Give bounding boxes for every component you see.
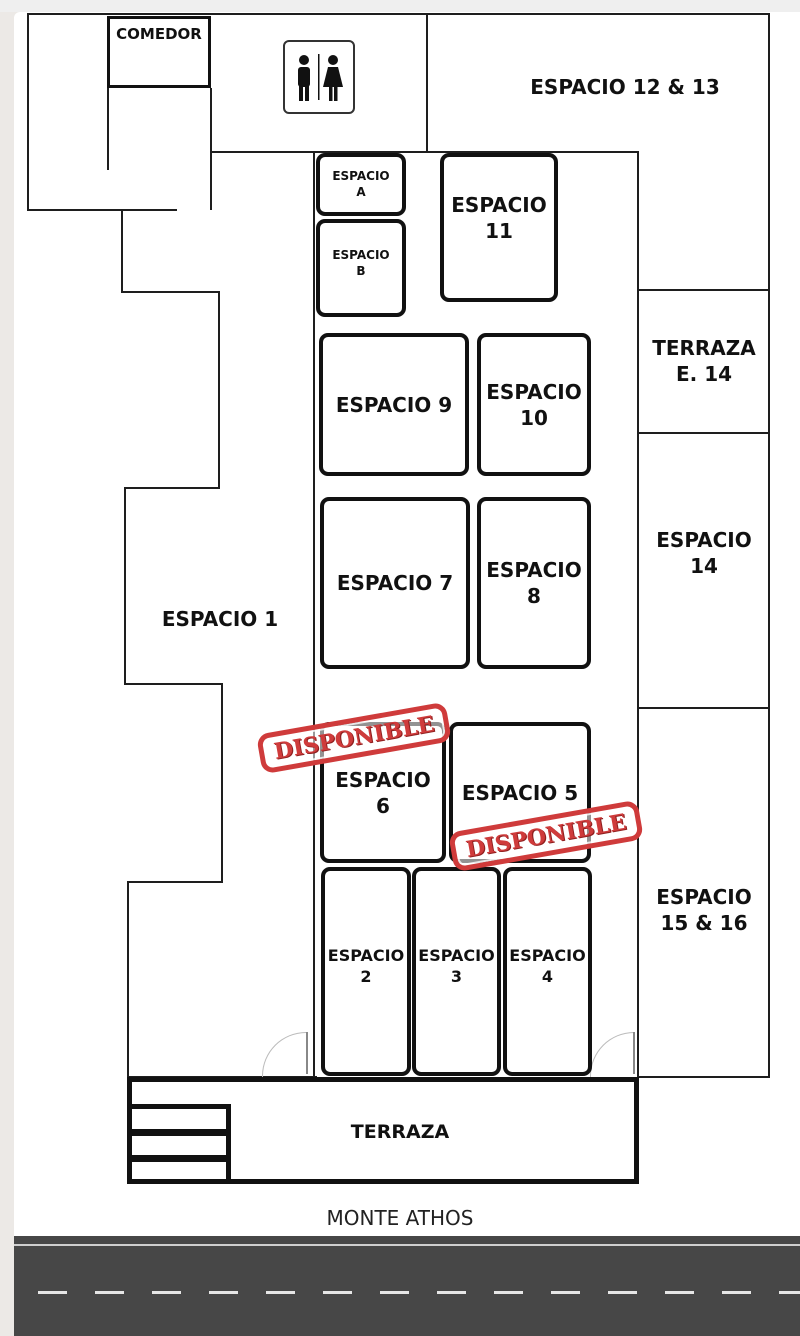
wall: [211, 151, 427, 153]
espacio-7-label: ESPACIO 7: [336, 571, 454, 595]
wall: [210, 88, 212, 210]
restroom-icon: [283, 40, 355, 114]
wall: [121, 291, 219, 293]
wall: [27, 13, 29, 210]
wall: [637, 707, 770, 709]
espacio-4-label: ESPACIO 4: [509, 945, 586, 986]
wall: [124, 487, 126, 684]
terraza-label: TERRAZA: [350, 1121, 450, 1143]
espacio-5-label: ESPACIO 5: [461, 780, 579, 805]
espacio-12-13-label[interactable]: ESPACIO 12 & 13: [530, 75, 720, 99]
wall: [221, 683, 223, 883]
wall: [107, 88, 109, 170]
espacio-3-label: ESPACIO 3: [418, 945, 495, 986]
road: [14, 1236, 800, 1336]
wall: [637, 432, 770, 434]
wall: [124, 487, 220, 489]
espacio-8-label: ESPACIO 8: [486, 558, 582, 608]
wall: [218, 291, 220, 489]
lane-markings: [38, 1291, 800, 1294]
wall: [637, 151, 639, 1078]
wall: [124, 683, 222, 685]
espacio-15-16-label[interactable]: ESPACIO 15 & 16: [656, 885, 752, 935]
espacio-11-room[interactable]: ESPACIO 11: [440, 153, 558, 302]
wall: [637, 1076, 770, 1078]
wall: [127, 881, 223, 883]
wall: [637, 289, 770, 291]
wall: [313, 151, 315, 1078]
top-bar: [0, 0, 800, 12]
door-leaf: [306, 1032, 308, 1074]
espacio-4-room[interactable]: ESPACIO 4: [503, 867, 592, 1076]
comedor-label: COMEDOR: [116, 25, 202, 44]
wall: [27, 13, 770, 15]
espacio-10-label: ESPACIO 10: [486, 379, 582, 430]
espacio-8-room[interactable]: ESPACIO 8: [477, 497, 591, 669]
espacio-a-room[interactable]: ESPACIO A: [316, 153, 406, 216]
wall: [426, 13, 428, 153]
espacio-b-room[interactable]: ESPACIO B: [316, 219, 406, 317]
wall: [768, 13, 770, 1078]
espacio-2-label: ESPACIO 2: [327, 945, 405, 986]
espacio-6-label: ESPACIO 6: [335, 767, 431, 818]
terraza-e14-label[interactable]: TERRAZA E. 14: [652, 336, 756, 386]
comedor-room[interactable]: COMEDOR: [107, 16, 211, 88]
espacio-14-label[interactable]: ESPACIO 14: [656, 528, 752, 578]
door-leaf: [633, 1032, 635, 1074]
espacio-11-label: ESPACIO 11: [451, 192, 547, 243]
wall: [121, 209, 123, 292]
espacio-1-label[interactable]: ESPACIO 1: [161, 607, 279, 631]
espacio-a-label: ESPACIO A: [332, 168, 390, 199]
espacio-10-room[interactable]: ESPACIO 10: [477, 333, 591, 476]
espacio-b-label: ESPACIO B: [332, 248, 390, 278]
wall: [27, 209, 177, 211]
espacio-9-label: ESPACIO 9: [335, 392, 453, 417]
street-name: MONTE ATHOS: [326, 1206, 474, 1230]
espacio-3-room[interactable]: ESPACIO 3: [412, 867, 501, 1076]
wall: [426, 151, 639, 153]
espacio-2-room[interactable]: ESPACIO 2: [321, 867, 411, 1076]
espacio-7-room[interactable]: ESPACIO 7: [320, 497, 470, 669]
road-edge: [14, 1244, 800, 1246]
wall: [127, 881, 129, 1078]
espacio-9-room[interactable]: ESPACIO 9: [319, 333, 469, 476]
stairs-icon: [127, 1104, 231, 1184]
